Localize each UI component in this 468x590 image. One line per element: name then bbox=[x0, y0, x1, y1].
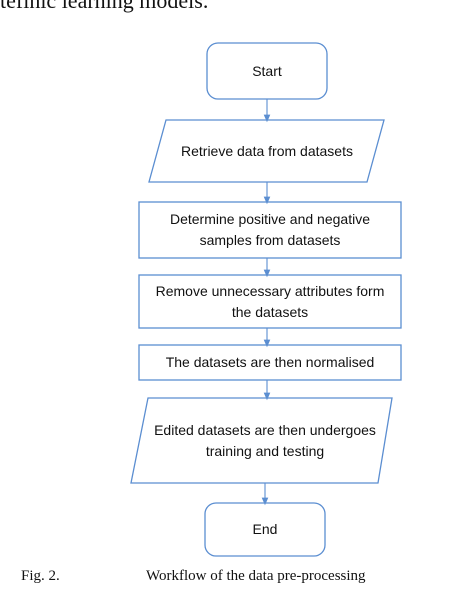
retrieve-node-label: Retrieve data from datasets bbox=[181, 142, 353, 159]
edited-node-shape bbox=[130, 397, 393, 484]
retrieve-node-shape bbox=[148, 119, 385, 183]
determine-node-label: Determine positive and negative samples … bbox=[169, 211, 370, 248]
start-node-label: Start bbox=[252, 62, 282, 79]
normalise-node-shape bbox=[138, 344, 402, 381]
top-text-fragment: tefinic learning models. bbox=[0, 0, 209, 13]
remove-node-label: Remove unnecessary attributes form the d… bbox=[155, 282, 385, 320]
normalise-node-label: The datasets are then normalised bbox=[165, 354, 375, 370]
figure-number: Fig. 2. bbox=[21, 568, 60, 584]
edited-node-label: Edited datasets are then undergoes train… bbox=[154, 421, 376, 459]
remove-node-shape bbox=[138, 274, 402, 329]
figure-caption: Workflow of the data pre-processing bbox=[146, 568, 366, 584]
end-node-label: End bbox=[252, 521, 278, 537]
